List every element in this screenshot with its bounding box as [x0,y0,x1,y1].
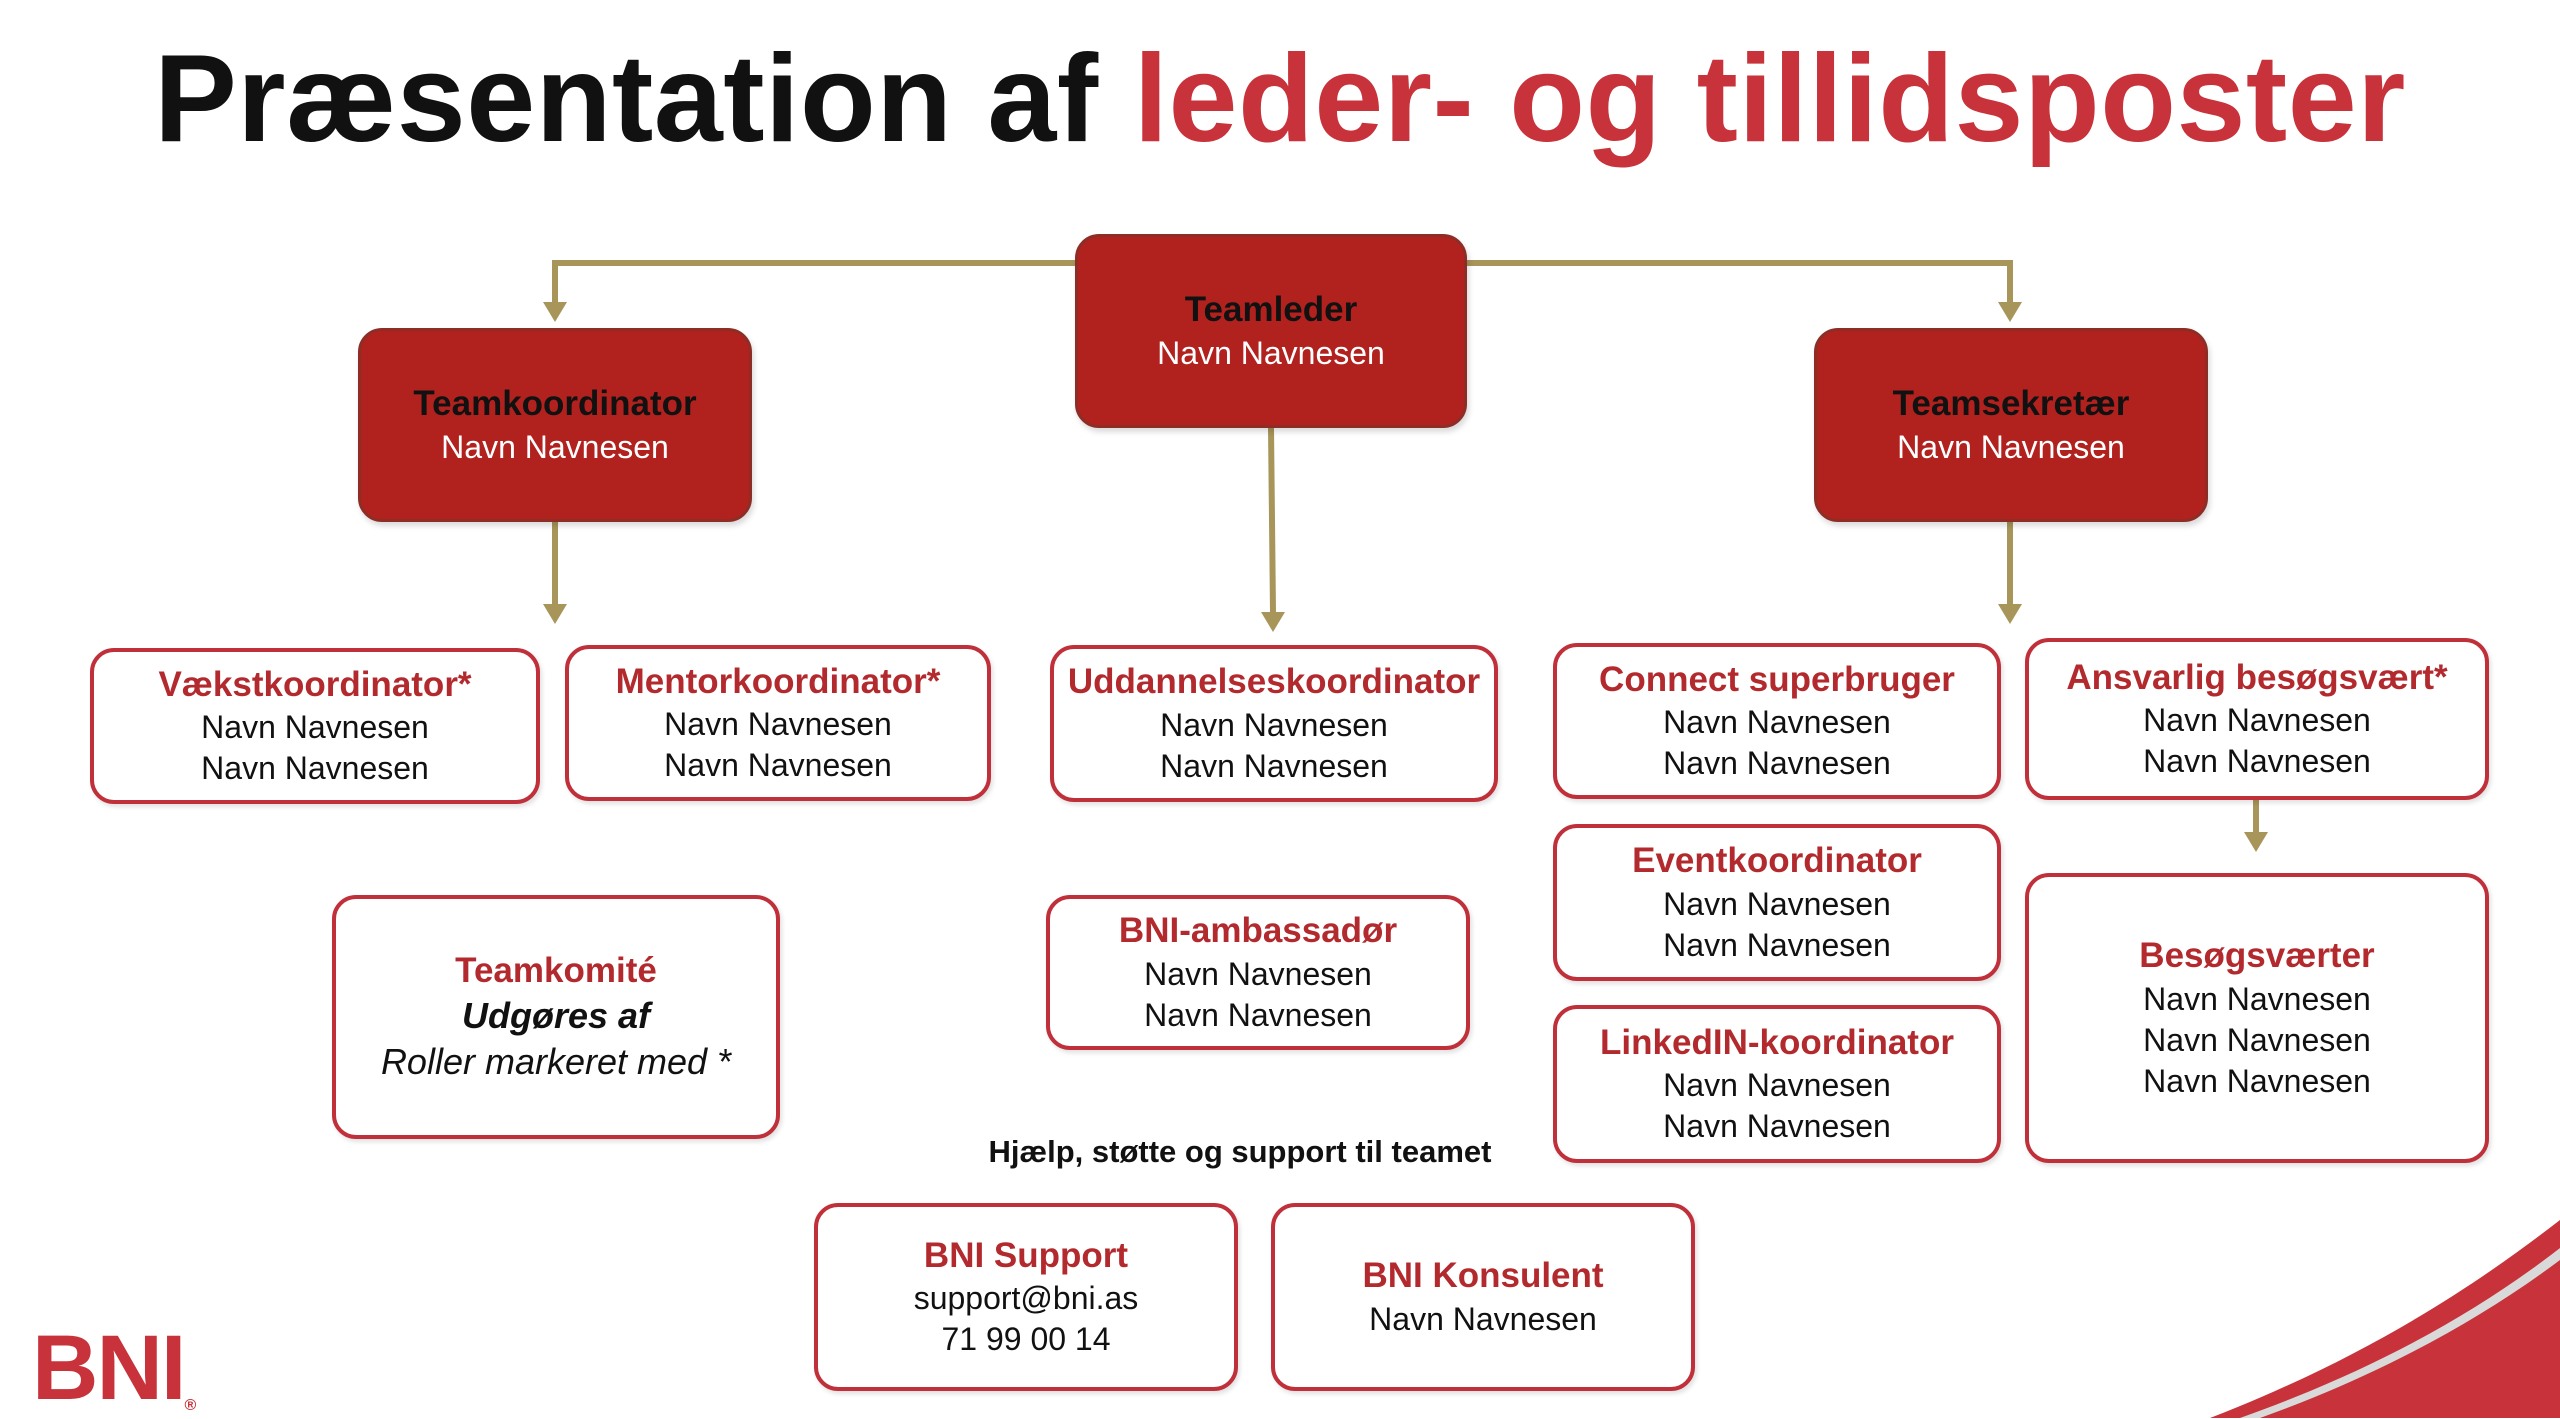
eventkoordinator-role: Eventkoordinator [1632,841,1922,881]
teamkomite-line-1: Udgøres af [461,995,651,1037]
uddannelseskoordinator-name-2: Navn Navnesen [1160,747,1388,784]
bni-ambassador-box: BNI-ambassadør Navn Navnesen Navn Navnes… [1046,895,1470,1050]
title-part-1: Præsentation af [154,30,1099,168]
bni-logo: BNI® [32,1322,196,1414]
teamsekretaer-name: Navn Navnesen [1897,428,2125,465]
eventkoordinator-name-2: Navn Navnesen [1663,926,1891,963]
arrowhead [543,302,567,322]
title-part-2: leder- og tillidsposter [1133,30,2406,168]
linkedin-koordinator-box: LinkedIN-koordinator Navn Navnesen Navn … [1553,1005,2001,1163]
besoegsvaerter-name-2: Navn Navnesen [2143,1021,2371,1058]
teamkoordinator-box: Teamkoordinator Navn Navnesen [358,328,752,522]
ansvarlig-besoegsvaert-name-2: Navn Navnesen [2143,743,2371,780]
bni-support-phone: 71 99 00 14 [941,1321,1111,1358]
besoegsvaerter-role: Besøgsværter [2139,936,2375,976]
uddannelseskoordinator-role: Uddannelseskoordinator [1067,662,1481,702]
arrowhead [543,604,567,624]
besoegsvaerter-name-3: Navn Navnesen [2143,1062,2371,1099]
eventkoordinator-box: Eventkoordinator Navn Navnesen Navn Navn… [1553,824,2001,981]
bni-support-box: BNI Support support@bni.as 71 99 00 14 [814,1203,1238,1391]
registered-mark: ® [184,1397,197,1414]
teamkomite-box: Teamkomité Udgøres af Roller markeret me… [332,895,780,1139]
arrowhead [1998,302,2022,322]
linkedin-koordinator-role: LinkedIN-koordinator [1600,1022,1954,1062]
teamleder-name: Navn Navnesen [1157,334,1385,371]
besoegsvaerter-box: Besøgsværter Navn Navnesen Navn Navnesen… [2025,873,2489,1163]
bni-konsulent-box: BNI Konsulent Navn Navnesen [1271,1203,1695,1391]
eventkoordinator-name-1: Navn Navnesen [1663,885,1891,922]
uddannelseskoordinator-box: Uddannelseskoordinator Navn Navnesen Nav… [1050,645,1498,802]
teamkoordinator-role: Teamkoordinator [413,384,697,424]
teamleder-box: Teamleder Navn Navnesen [1075,234,1467,428]
linkedin-koordinator-name-1: Navn Navnesen [1663,1067,1891,1104]
connector-teamleder-down [1268,427,1276,613]
teamleder-role: Teamleder [1184,290,1358,330]
connector-teamleder-teamsekretaer [1467,260,2013,302]
bni-ambassador-name-2: Navn Navnesen [1144,996,1372,1033]
ansvarlig-besoegsvaert-box: Ansvarlig besøgsvært* Navn Navnesen Navn… [2025,638,2489,800]
arrowhead [2244,832,2268,852]
vaekstkoordinator-name-2: Navn Navnesen [201,750,429,787]
connect-superbruger-box: Connect superbruger Navn Navnesen Navn N… [1553,643,2001,799]
vaekstkoordinator-name-1: Navn Navnesen [201,709,429,746]
teamkomite-line-2: Roller markeret med * [380,1041,732,1083]
mentorkoordinator-box: Mentorkoordinator* Navn Navnesen Navn Na… [565,645,991,801]
uddannelseskoordinator-name-1: Navn Navnesen [1160,706,1388,743]
page-title: Præsentation af leder- og tillidsposter [0,28,2560,171]
connect-superbruger-name-2: Navn Navnesen [1663,745,1891,782]
arrowhead [1998,604,2022,624]
besoegsvaerter-name-1: Navn Navnesen [2143,980,2371,1017]
ansvarlig-besoegsvaert-name-1: Navn Navnesen [2143,702,2371,739]
bni-konsulent-role: BNI Konsulent [1362,1256,1604,1296]
mentorkoordinator-role: Mentorkoordinator* [615,661,941,701]
linkedin-koordinator-name-2: Navn Navnesen [1663,1108,1891,1145]
help-caption: Hjælp, støtte og support til teamet [988,1134,1492,1169]
bni-ambassador-role: BNI-ambassadør [1118,911,1398,951]
corner-swoosh-decoration [2210,1220,2560,1418]
vaekstkoordinator-box: Vækstkoordinator* Navn Navnesen Navn Nav… [90,648,540,804]
teamsekretaer-box: Teamsekretær Navn Navnesen [1814,328,2208,522]
connect-superbruger-name-1: Navn Navnesen [1663,704,1891,741]
connector-teamleder-teamkoordinator [552,260,1075,302]
teamkomite-role: Teamkomité [455,950,657,990]
bni-konsulent-name: Navn Navnesen [1369,1300,1597,1337]
bni-support-role: BNI Support [923,1235,1129,1275]
connect-superbruger-role: Connect superbruger [1599,659,1955,699]
teamsekretaer-role: Teamsekretær [1892,384,2130,424]
bni-support-email: support@bni.as [913,1280,1139,1317]
teamkoordinator-name: Navn Navnesen [441,428,669,465]
vaekstkoordinator-role: Vækstkoordinator* [158,664,472,704]
ansvarlig-besoegsvaert-role: Ansvarlig besøgsvært* [2066,657,2448,697]
bni-ambassador-name-1: Navn Navnesen [1144,955,1372,992]
mentorkoordinator-name-1: Navn Navnesen [664,706,892,743]
bni-logo-text: BNI [32,1317,186,1419]
mentorkoordinator-name-2: Navn Navnesen [664,747,892,784]
arrowhead [1261,612,1285,632]
